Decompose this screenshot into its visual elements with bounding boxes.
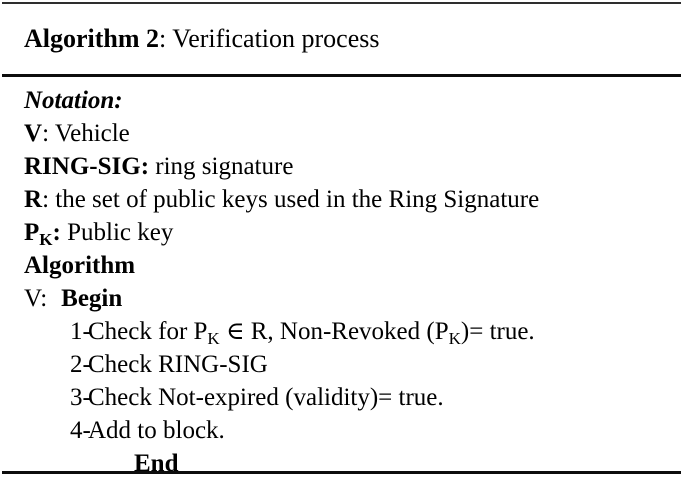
algorithm-caption-label: Algorithm 2 — [24, 24, 160, 53]
algorithm-step-text: Check for PK ∈ R, Non-Revoked (PK)= true… — [88, 315, 535, 348]
subscript: K — [207, 328, 220, 348]
notation-definition: the set of public keys used in the Ring … — [55, 186, 540, 213]
text-run: ∈ R, Non-Revoked (P — [219, 318, 449, 345]
algorithm-step-number: 3- — [70, 384, 91, 411]
notation-definition: Vehicle — [54, 120, 130, 147]
notation-definition: Public key — [67, 219, 174, 246]
figure-top-rule — [2, 2, 681, 4]
text-run: Add to block. — [88, 417, 225, 444]
notation-term: P — [24, 219, 40, 246]
algorithm-step: 1- Check for PK ∈ R, Non-Revoked (PK)= t… — [24, 315, 674, 348]
algorithm-step-number: 1- — [70, 318, 91, 345]
algorithm-step: 4- Add to block. — [24, 414, 674, 447]
notation-term: V — [24, 120, 43, 147]
notation-separator: : — [52, 219, 68, 246]
algorithm-step-text: Check Not-expired (validity)= true. — [88, 381, 444, 414]
text-run: )= true. — [460, 318, 535, 345]
notation-separator: : — [42, 186, 56, 213]
notation-heading-label: Notation: — [24, 87, 123, 114]
notation-entry-vehicle: V: Vehicle — [24, 117, 674, 150]
algorithm-begin-actor: V: — [24, 285, 48, 312]
algorithm-step: 2- Check RING-SIG — [24, 348, 674, 381]
algorithm-caption: Algorithm 2: Verification process — [24, 24, 380, 54]
text-run: Check RING-SIG — [88, 351, 268, 378]
figure-header-rule — [2, 74, 681, 77]
algorithm-step-text: Add to block. — [88, 414, 225, 447]
algorithm-step: 3- Check Not-expired (validity)= true. — [24, 381, 674, 414]
algorithm-body: Notation: V: Vehicle RING-SIG: ring sign… — [24, 84, 674, 478]
algorithm-heading: Algorithm — [24, 249, 674, 282]
notation-heading: Notation: — [24, 84, 674, 117]
algorithm-step-number: 2- — [70, 351, 91, 378]
algorithm-step-number: 4- — [70, 417, 91, 444]
algorithm-step-text: Check RING-SIG — [88, 348, 268, 381]
text-run: Check Not-expired (validity)= true. — [88, 384, 444, 411]
notation-separator: : — [140, 153, 156, 180]
algorithm-caption-text: : Verification process — [159, 24, 380, 53]
notation-definition: ring signature — [155, 153, 294, 180]
subscript: K — [448, 328, 461, 348]
figure-bottom-rule — [2, 471, 681, 474]
algorithm-begin-keyword: Begin — [61, 285, 123, 312]
notation-term: R — [24, 186, 43, 213]
text-run: Check for P — [88, 318, 208, 345]
notation-entry-ring-set: R: the set of public keys used in the Ri… — [24, 183, 674, 216]
algorithm-heading-label: Algorithm — [24, 252, 136, 279]
notation-term-subscript: K — [39, 229, 53, 249]
algorithm-begin-line: V: Begin — [24, 282, 674, 315]
notation-entry-ring-sig: RING-SIG: ring signature — [24, 150, 674, 183]
notation-term: RING-SIG — [24, 153, 141, 180]
notation-separator: : — [42, 120, 55, 147]
notation-entry-public-key: PK: Public key — [24, 216, 674, 249]
